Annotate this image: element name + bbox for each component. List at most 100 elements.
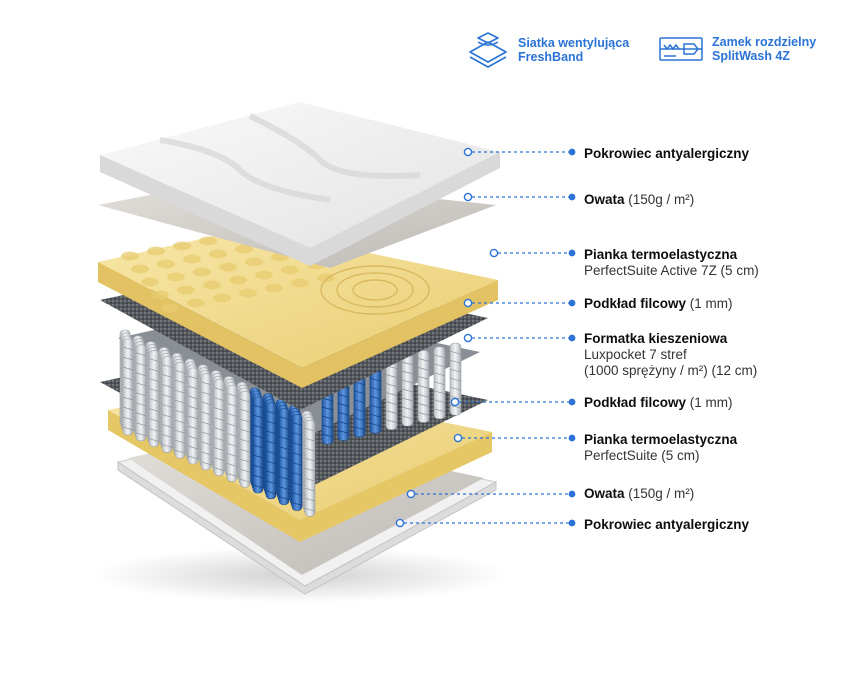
label-pocket-springs-line2: (1000 sprężyny / m²) (12 cm): [584, 363, 758, 378]
feature-splitwash-line1: Zamek rozdzielny: [712, 35, 817, 49]
spring-coil: [385, 357, 398, 430]
leader-label-dot: [568, 249, 576, 257]
label-felt-lower-detail: (1 mm): [689, 395, 733, 410]
feature-freshband-line1: Siatka wentylująca: [518, 36, 630, 50]
leader-1: [463, 147, 576, 157]
foam-bump: [173, 241, 191, 251]
spring-coil: [449, 342, 462, 416]
foam-bump: [203, 280, 221, 290]
spring-coil: [278, 408, 290, 505]
foam-bump: [245, 257, 263, 267]
leader-5: [463, 333, 576, 343]
spring-coil: [239, 390, 251, 488]
spring-coil: [122, 338, 134, 436]
foam-bump: [213, 293, 231, 303]
label-profiled-foam: Pianka termoelastyczna PerfectSuite Acti…: [584, 247, 759, 279]
layer-top-cover: [100, 102, 500, 266]
leader-3: [489, 248, 576, 258]
label-profiled-foam-line1: PerfectSuite Active 7Z (5 cm): [584, 263, 759, 278]
foam-bump: [131, 264, 149, 274]
leader-lines: [395, 147, 576, 528]
spring-coil: [265, 402, 277, 500]
foam-bump: [235, 244, 253, 254]
leader-anchor-dot: [463, 298, 473, 308]
spring-coil: [226, 385, 238, 482]
leader-label-dot: [568, 519, 576, 527]
foam-bump: [265, 283, 283, 293]
foam-bump: [121, 251, 139, 261]
foam-bump: [239, 288, 257, 298]
leader-anchor-dot: [406, 489, 416, 499]
label-top-wadding-title: Owata: [584, 192, 625, 207]
leader-9: [395, 518, 576, 528]
leader-label-dot: [568, 193, 576, 201]
feature-splitwash-line2: SplitWash 4Z: [712, 49, 791, 63]
leader-label-dot: [568, 434, 576, 442]
spring-coil: [401, 353, 414, 427]
label-bottom-foam-line1: PerfectSuite (5 cm): [584, 448, 700, 463]
spring-coil: [291, 414, 303, 511]
spring-coil: [135, 344, 147, 442]
spring-coil: [417, 350, 430, 423]
label-felt-upper-title: Podkład filcowy: [584, 296, 687, 311]
layers-icon: [469, 32, 507, 68]
leader-label-dot: [568, 299, 576, 307]
foam-bump: [147, 246, 165, 256]
label-top-wadding: Owata (150g / m²): [584, 192, 694, 208]
foam-bump: [193, 267, 211, 277]
foam-bump: [255, 270, 273, 280]
label-bottom-cover-title: Pokrowiec antyalergiczny: [584, 517, 750, 532]
label-felt-lower-title: Podkład filcowy: [584, 395, 687, 410]
spring-coil: [148, 350, 160, 447]
foam-bump: [141, 277, 159, 287]
zipper-icon: [659, 37, 703, 61]
spring-coil: [200, 373, 212, 471]
leader-anchor-dot: [463, 147, 473, 157]
leader-label-dot: [568, 398, 576, 406]
spring-coil: [369, 360, 382, 434]
spring-coil: [304, 419, 316, 517]
foam-bump: [229, 275, 247, 285]
spring-coil: [161, 356, 173, 453]
leader-label-dot: [568, 148, 576, 156]
spring-coil: [433, 346, 446, 420]
leader-anchor-dot: [450, 397, 460, 407]
leader-anchor-dot: [395, 518, 405, 528]
leader-2: [463, 192, 576, 202]
label-felt-lower: Podkład filcowy (1 mm): [584, 395, 733, 411]
foam-bump: [161, 303, 179, 313]
label-bottom-foam-title: Pianka termoelastyczna: [584, 432, 738, 447]
label-pocket-springs: Formatka kieszeniowa Luxpocket 7 stref (…: [584, 331, 757, 379]
leader-7: [453, 433, 576, 443]
label-top-wadding-detail: (150g / m²): [628, 192, 695, 207]
label-felt-upper: Podkład filcowy (1 mm): [584, 296, 733, 312]
leader-anchor-dot: [463, 333, 473, 343]
foam-bump: [151, 290, 169, 300]
leader-anchor-dot: [463, 192, 473, 202]
feature-freshband: Siatka wentylująca FreshBand: [466, 30, 629, 70]
label-pocket-springs-line1: Luxpocket 7 stref: [584, 347, 687, 362]
leader-label-dot: [568, 490, 576, 498]
label-bottom-wadding-detail: (150g / m²): [628, 486, 695, 501]
foam-bump: [187, 298, 205, 308]
label-pocket-springs-title: Formatka kieszeniowa: [584, 331, 728, 346]
foam-bump: [291, 278, 309, 288]
foam-bump: [281, 265, 299, 275]
label-bottom-wadding-title: Owata: [584, 486, 625, 501]
leader-4: [463, 298, 576, 308]
feature-freshband-line2: FreshBand: [518, 50, 584, 64]
foam-bump: [209, 249, 227, 259]
label-top-cover: Pokrowiec antyalergiczny: [584, 146, 749, 162]
leader-6: [450, 397, 576, 407]
leader-anchor-dot: [489, 248, 499, 258]
foam-bump: [157, 259, 175, 269]
foam-bump: [183, 254, 201, 264]
spring-coil: [213, 379, 225, 476]
label-profiled-foam-title: Pianka termoelastyczna: [584, 247, 738, 262]
foam-bump: [219, 262, 237, 272]
feature-splitwash: Zamek rozdzielny SplitWash 4Z: [658, 34, 816, 64]
spring-coil: [187, 367, 199, 465]
label-bottom-wadding: Owata (150g / m²): [584, 486, 694, 502]
leader-8: [406, 489, 576, 499]
